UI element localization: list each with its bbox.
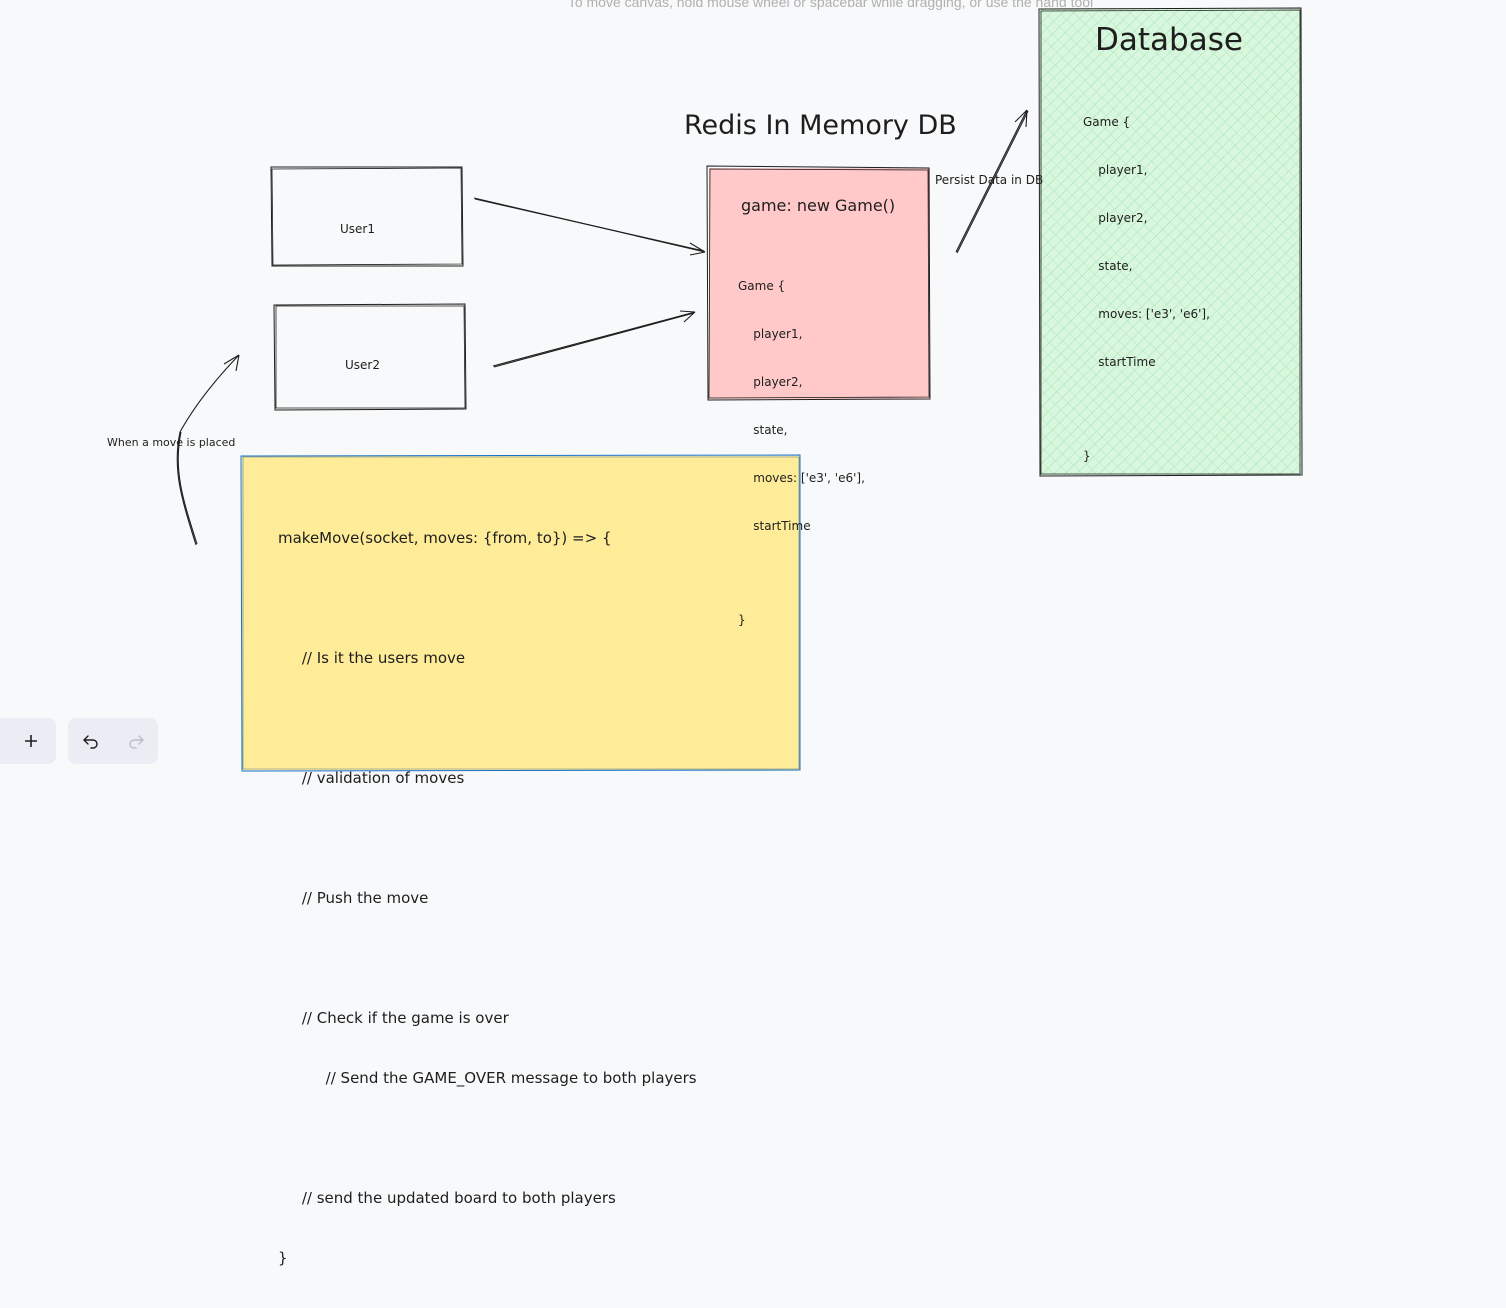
- redis-title: Redis In Memory DB: [684, 110, 957, 141]
- arrow-redis-to-database[interactable]: [955, 109, 1029, 254]
- add-toolbar: [0, 718, 56, 764]
- code-line: state,: [1083, 259, 1133, 273]
- user2-label: User2: [345, 358, 380, 372]
- code-line: [278, 948, 697, 968]
- code-line: // validation of moves: [278, 769, 465, 787]
- code-line: startTime: [738, 519, 811, 533]
- code-line: moves: ['e3', 'e6'],: [738, 471, 865, 485]
- code-line: }: [738, 613, 746, 627]
- code-line: moves: ['e3', 'e6'],: [1083, 307, 1210, 321]
- arrow-move-placed[interactable]: [176, 354, 240, 546]
- user1-box[interactable]: [270, 166, 464, 267]
- redis-box[interactable]: [706, 165, 931, 401]
- code-line: // send the updated board to both player…: [278, 1189, 616, 1207]
- code-line: // Is it the users move: [278, 649, 466, 667]
- arrow-user2-to-redis[interactable]: [492, 310, 696, 368]
- database-title: Database: [1095, 22, 1243, 58]
- code-line: [1083, 402, 1210, 416]
- code-line: player1,: [1083, 163, 1148, 177]
- code-line: [278, 588, 697, 608]
- redis-game-line: game: new Game(): [741, 196, 896, 215]
- code-line: // Send the GAME_OVER message to both pl…: [278, 1069, 697, 1087]
- make-move-code: makeMove(socket, moves: {from, to}) => {…: [278, 488, 697, 1308]
- code-line: startTime: [1083, 355, 1156, 369]
- user2-box[interactable]: [273, 303, 467, 411]
- arrow-user1-to-redis[interactable]: [473, 197, 706, 256]
- redo-icon[interactable]: [114, 719, 158, 763]
- code-line: [278, 1128, 697, 1148]
- code-line: [278, 708, 697, 728]
- user1-label: User1: [340, 222, 375, 236]
- move-arrow-label: When a move is placed: [107, 436, 236, 449]
- database-box[interactable]: [1038, 7, 1303, 477]
- undo-icon[interactable]: [69, 719, 113, 763]
- code-line: }: [1083, 449, 1091, 463]
- redis-game-struct: Game { player1, player2, state, moves: […: [738, 246, 865, 660]
- code-line: Game {: [1083, 115, 1131, 129]
- plus-icon[interactable]: [15, 719, 47, 763]
- code-line: player1,: [738, 327, 803, 341]
- code-line: state,: [738, 423, 788, 437]
- code-line: Game {: [738, 279, 786, 293]
- code-line: }: [278, 1249, 288, 1267]
- code-line: // Push the move: [278, 889, 429, 907]
- code-note-box[interactable]: [240, 454, 801, 772]
- code-line: // Check if the game is over: [278, 1009, 509, 1027]
- code-line: player2,: [1083, 211, 1148, 225]
- history-toolbar: [68, 718, 158, 764]
- persist-arrow-label: Persist Data in DB: [935, 173, 1044, 187]
- code-line: player2,: [738, 375, 803, 389]
- code-line: [738, 566, 865, 580]
- canvas-hint: To move canvas, hold mouse wheel or spac…: [567, 0, 1094, 10]
- whiteboard-canvas[interactable]: To move canvas, hold mouse wheel or spac…: [0, 0, 1506, 1267]
- diagram-shapes: [176, 7, 1303, 772]
- code-line: makeMove(socket, moves: {from, to}) => {: [278, 529, 612, 547]
- code-line: [278, 828, 697, 848]
- database-game-struct: Game { player1, player2, state, moves: […: [1083, 82, 1210, 496]
